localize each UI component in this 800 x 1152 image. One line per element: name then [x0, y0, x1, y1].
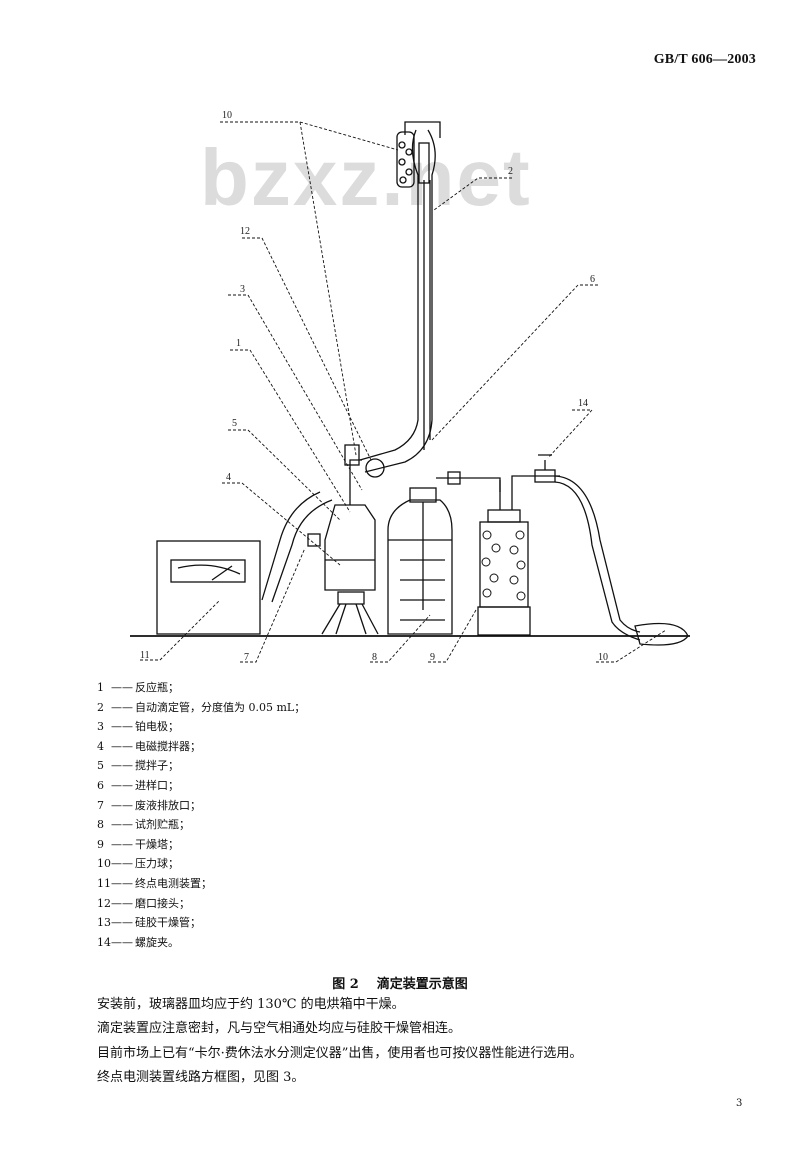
- legend-item: 5——搅拌子；: [97, 759, 179, 773]
- callout-10-top: 10: [222, 110, 232, 121]
- callout-7: 7: [244, 652, 249, 663]
- legend-item: 4——电磁搅拌器；: [97, 739, 201, 753]
- legend-item: 2——自动滴定管，分度值为 0.05 mL；: [97, 700, 306, 714]
- body-paragraph: 目前市场上已有“卡尔·费休法水分测定仪器”出售，使用者也可按仪器性能进行选用。: [97, 1046, 583, 1061]
- callout-10-bottom: 10: [598, 652, 608, 663]
- legend-item: 12——磨口接头；: [97, 896, 190, 910]
- legend-item: 3——铂电极；: [97, 720, 179, 734]
- figure-number: 图 2: [332, 977, 359, 992]
- callout-11: 11: [140, 650, 150, 661]
- figure-caption: 图 2 滴定装置示意图: [0, 973, 800, 992]
- callout-6: 6: [590, 274, 595, 285]
- body-paragraph: 终点电测装置线路方框图，见图 3。: [97, 1070, 305, 1085]
- callout-3: 3: [240, 284, 245, 295]
- callout-4: 4: [226, 472, 231, 483]
- legend-item: 11——终点电测装置；: [97, 876, 212, 890]
- watermark: bzxz.net: [200, 133, 532, 222]
- callout-1: 1: [236, 338, 241, 349]
- body-paragraph: 滴定装置应注意密封，凡与空气相通处均应与硅胶干燥管相连。: [97, 1021, 462, 1036]
- legend-item: 14——螺旋夹。: [97, 935, 179, 949]
- legend-item: 13——硅胶干燥管；: [97, 916, 201, 930]
- callout-9: 9: [430, 652, 435, 663]
- callout-14: 14: [578, 398, 588, 409]
- legend-item: 9——干燥塔；: [97, 837, 179, 851]
- legend-item: 1——反应瓶；: [97, 681, 179, 694]
- figure-legend: 1——反应瓶； 2——自动滴定管，分度值为 0.05 mL； 3——铂电极； 4…: [97, 678, 305, 952]
- standard-code: GB/T 606—2003: [653, 52, 756, 67]
- callout-2: 2: [508, 166, 513, 177]
- legend-item: 10——压力球；: [97, 857, 179, 871]
- callout-8: 8: [372, 652, 377, 663]
- page-number: 3: [736, 1098, 743, 1109]
- legend-item: 6——进样口；: [97, 778, 179, 792]
- figure-title: 滴定装置示意图: [376, 977, 468, 992]
- legend-item: 7——废液排放口；: [97, 798, 201, 812]
- body-paragraph: 安装前，玻璃器皿均应于约 130℃ 的电烘箱中干燥。: [97, 997, 405, 1012]
- legend-item: 8——试剂贮瓶；: [97, 818, 190, 832]
- callout-12: 12: [240, 226, 250, 237]
- callout-5: 5: [232, 418, 237, 429]
- titration-apparatus-diagram: 10 2 12 3 6 1 5 4 14 11 7 8 9 10: [130, 110, 690, 663]
